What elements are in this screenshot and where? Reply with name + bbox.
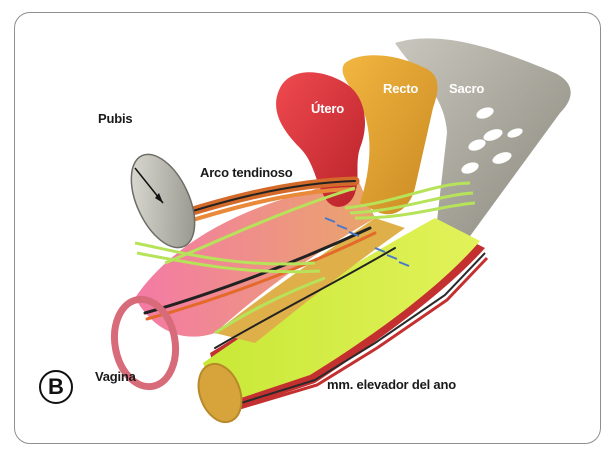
label-arco-tendinoso: Arco tendinoso	[200, 165, 293, 180]
label-utero: Útero	[311, 101, 344, 116]
label-pubis: Pubis	[98, 111, 132, 126]
label-elevador-ano: mm. elevador del ano	[327, 377, 456, 392]
panel-letter-badge: B	[39, 370, 73, 404]
label-sacro: Sacro	[449, 81, 484, 96]
diagram-frame: Pubis Arco tendinoso Útero Recto Sacro V…	[14, 12, 601, 444]
pubis-shape	[118, 145, 207, 258]
label-vagina: Vagina	[95, 369, 136, 384]
label-recto: Recto	[383, 81, 418, 96]
